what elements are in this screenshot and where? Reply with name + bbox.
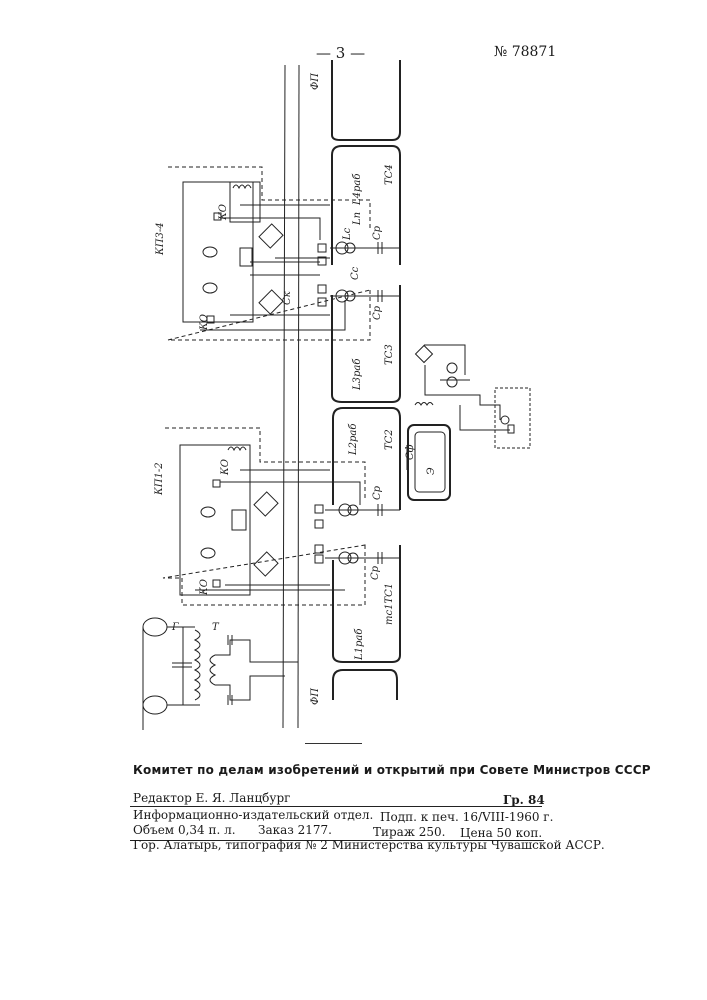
label-kp34: КП3-4	[155, 222, 166, 256]
label-tc1: тс1ТС1	[384, 583, 395, 625]
label-ko-3: КО	[220, 459, 231, 476]
circuit-diagram: ФП ФП L4раб ТС4 КП3-4 КО КО L3раб ТС3 L2…	[0, 0, 707, 750]
label-tc3: ТС3	[384, 344, 395, 365]
track-box-tc3	[332, 285, 400, 402]
label-t: Т	[212, 622, 220, 633]
signed-date: Подп. к печ. 16/VIII-1960 г.	[380, 810, 553, 824]
label-ko-1: КО	[218, 204, 229, 221]
group: Гр. 84	[503, 793, 545, 807]
label-l2: L2раб	[348, 423, 359, 456]
label-g: Г	[171, 622, 179, 633]
editor: Редактор Е. Я. Ланцбург	[133, 791, 290, 805]
label-fp-top: ФП	[310, 73, 321, 90]
label-lc: Lc	[342, 227, 353, 241]
label-cf: Сф	[405, 444, 416, 460]
label-cp-3: Ср	[372, 485, 383, 500]
label-l4: L4раб	[352, 173, 363, 206]
order: Заказ 2177.	[258, 823, 332, 837]
label-l3: L3раб	[352, 358, 363, 391]
track-box-tc2	[333, 408, 400, 510]
label-tc2: ТС2	[384, 429, 395, 450]
generator-circuit	[143, 618, 298, 730]
feeder-line	[298, 65, 299, 728]
label-ko-2: КО	[199, 314, 210, 331]
committee-title: Комитет по делам изобретений и открытий …	[133, 763, 651, 777]
label-cp-1: Ср	[372, 225, 383, 240]
rule	[130, 806, 542, 807]
label-ln: Lп	[352, 212, 363, 226]
circulation: Тираж 250.	[373, 825, 445, 839]
kp34-circuit	[183, 182, 400, 330]
label-e: Э	[426, 467, 437, 475]
kp12-circuit	[180, 445, 400, 595]
printer: Гор. Алатырь, типография № 2 Министерств…	[133, 838, 605, 852]
label-cp-2: Ср	[372, 305, 383, 320]
track-box-bottom	[333, 670, 397, 700]
locomotive-receiver-circuit	[407, 345, 530, 500]
label-ko-4: КО	[199, 579, 210, 596]
label-kp12: КП1-2	[154, 462, 165, 496]
separator	[305, 743, 362, 744]
track-box-tc4	[332, 146, 400, 265]
label-l1: L1раб	[354, 628, 365, 661]
volume: Объем 0,34 п. л.	[133, 823, 236, 837]
label-cc: Сс	[350, 266, 361, 280]
label-fp-bottom: ФП	[310, 688, 321, 705]
label-tc4: ТС4	[384, 164, 395, 185]
label-cp-4: Ср	[370, 565, 381, 580]
kp12-enclosure	[163, 428, 365, 605]
feeder-line	[283, 65, 285, 728]
track-box-top	[332, 60, 400, 140]
label-ck: Ск	[282, 291, 293, 305]
department: Информационно-издательский отдел.	[133, 808, 373, 822]
